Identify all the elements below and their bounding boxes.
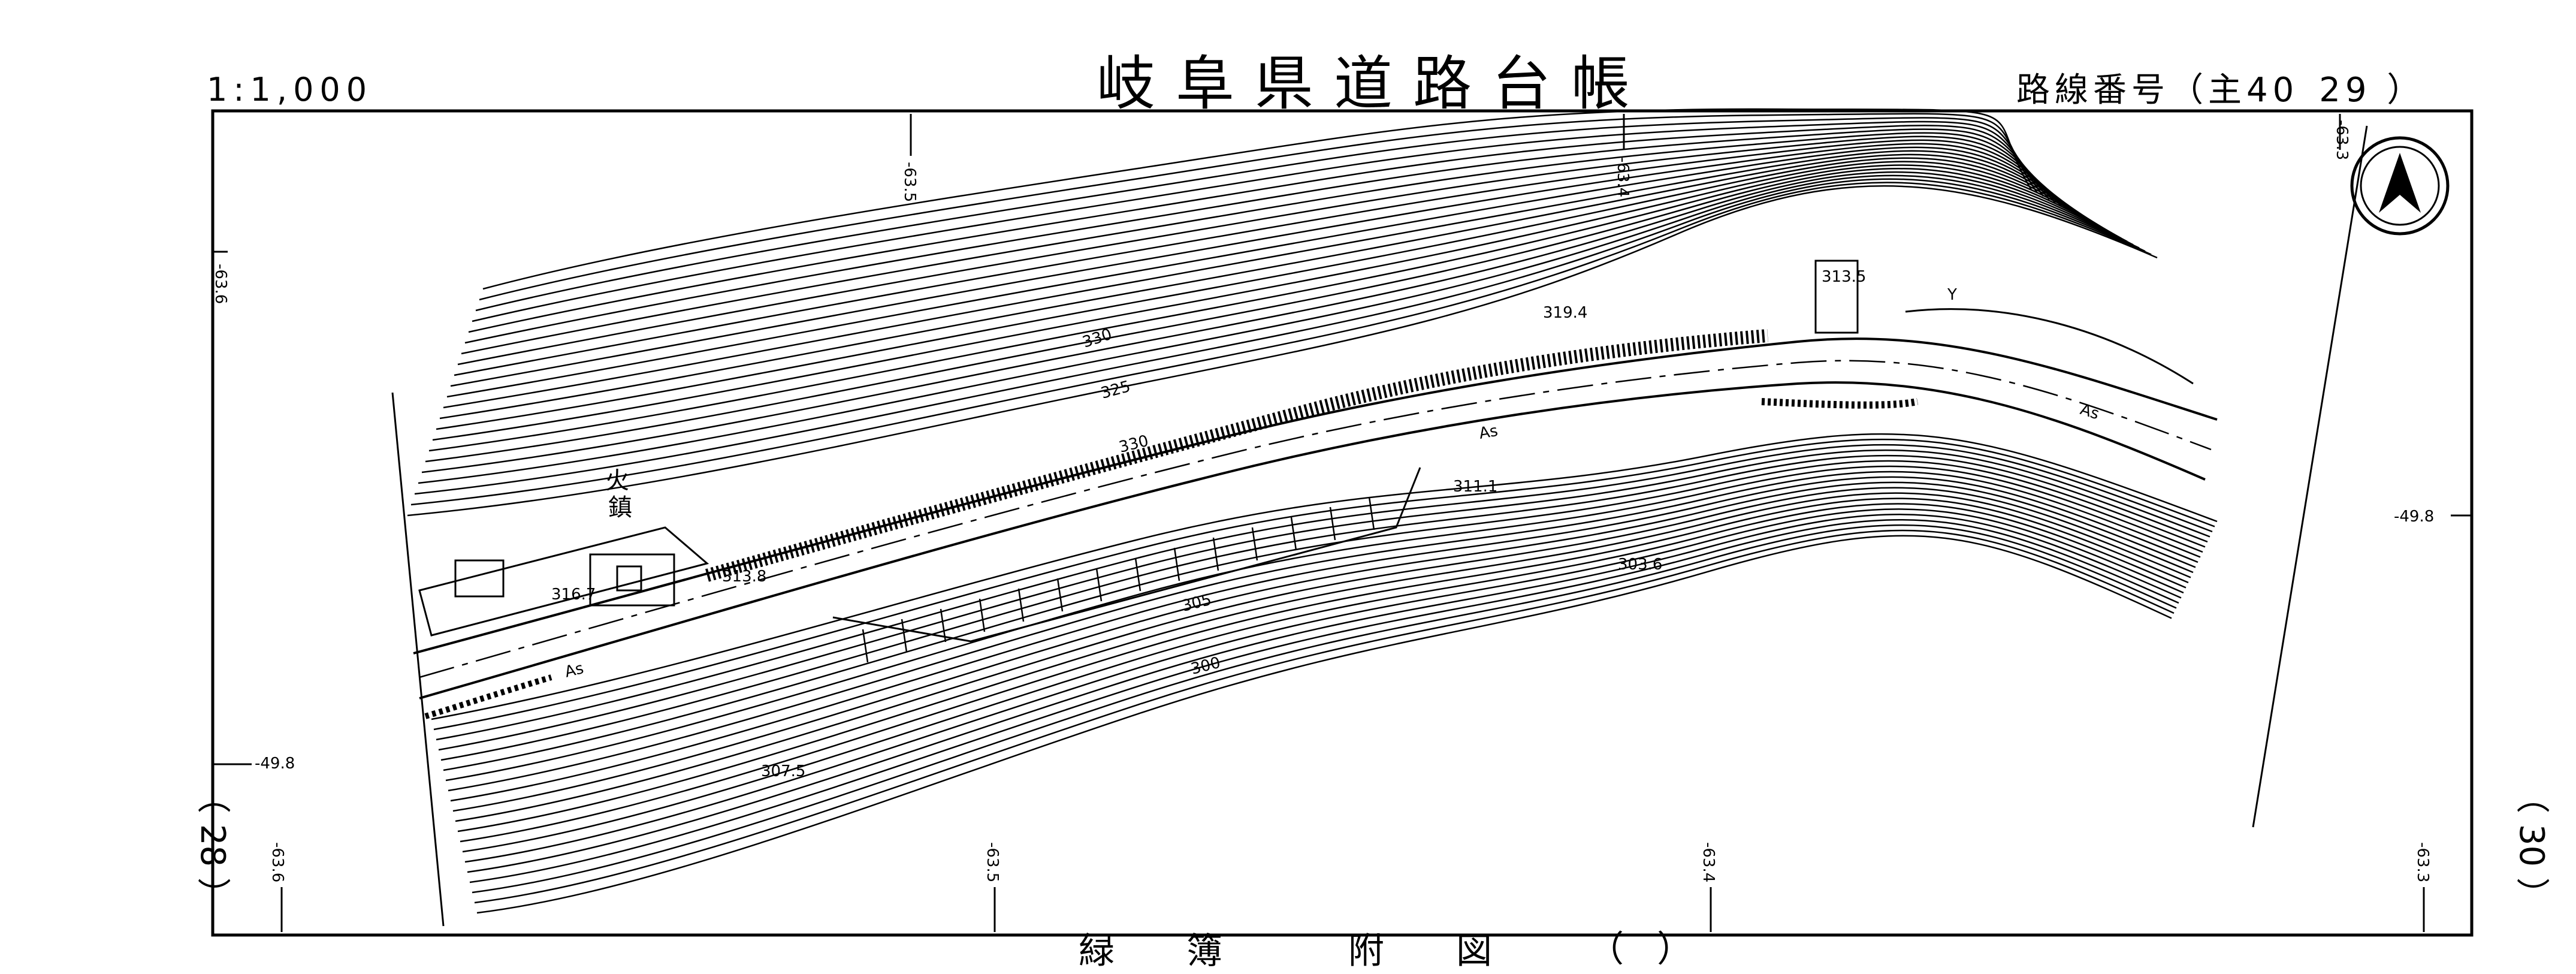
contour-line: [445, 465, 2203, 782]
contour-line: [446, 146, 2092, 398]
contour-label-300: 300: [1189, 654, 1222, 679]
slope-tooth: [901, 619, 908, 653]
map-title: 岐阜県道路台帳: [1097, 50, 1651, 118]
contour-line: [462, 503, 2187, 853]
contour-line: [433, 438, 2215, 731]
scale-label: 1:1,000: [207, 71, 373, 108]
map-boundary: [391, 125, 2368, 927]
elevation-313-8: 313.8: [722, 568, 766, 586]
contour-line: [425, 168, 2128, 463]
grid-label-bottom-right: -63.3: [2414, 842, 2432, 882]
slope-tooth: [1056, 578, 1064, 612]
contour-line: [482, 108, 2033, 290]
contour-line: [474, 529, 2175, 904]
contour-line: [460, 497, 2189, 843]
contour-line: [421, 171, 2134, 474]
contour-line: [418, 174, 2140, 484]
contour-line: [431, 433, 2218, 720]
contour-line: [472, 524, 2177, 894]
elevation-311-1: 311.1: [1453, 478, 1497, 496]
contour-line: [448, 471, 2201, 792]
contour-line: [452, 481, 2196, 812]
elevation-319-4: 319.4: [1543, 304, 1587, 322]
contour-line: [464, 128, 2062, 344]
slope-tooth: [1251, 527, 1258, 561]
buildings: [418, 260, 1859, 637]
slope-tooth: [1173, 547, 1180, 581]
contour-line: [472, 120, 2050, 322]
contour-line: [457, 492, 2191, 833]
contour-line: [410, 182, 2152, 506]
contour-line: [432, 161, 2116, 441]
road: [413, 308, 2218, 719]
route-number-value: 29 ）: [2319, 71, 2426, 110]
contour-line: [476, 535, 2172, 914]
road-map: -63.5 -63.4 -63.3 -63.6 -49.8 -49.8 -63.…: [211, 108, 2474, 937]
contour-line: [407, 185, 2158, 517]
slope-tooth: [1329, 506, 1336, 541]
vegetation-y-label: Y: [1947, 286, 1957, 304]
contour-line: [443, 460, 2206, 771]
contour-line: [455, 487, 2194, 822]
fire-label: 火: [605, 467, 629, 494]
elevation-303-6: 303.6: [1618, 556, 1662, 574]
contour-line: [439, 153, 2104, 420]
contour-line: [414, 178, 2146, 495]
contour-line: [438, 449, 2210, 751]
grid-label-bottom-mid1: -63.5: [983, 842, 1001, 882]
contour-lines-upper: [407, 108, 2158, 517]
elevation-307-5: 307.5: [761, 762, 805, 780]
contour-line: [475, 117, 2045, 312]
elevation-313-5: 313.5: [1822, 268, 1866, 286]
contour-line: [461, 132, 2068, 355]
contour-line: [464, 508, 2184, 863]
contour-line: [468, 125, 2056, 333]
contour-line: [467, 513, 2182, 873]
slope-tooth: [1368, 496, 1375, 530]
contour-line: [440, 454, 2208, 761]
grid-label-top-mid1: -63.5: [901, 162, 919, 202]
contour-line: [479, 113, 2039, 301]
north-arrow-icon: [2350, 136, 2450, 236]
route-number: 路線番号（主40 29 ）: [2016, 63, 2425, 111]
grid-label-bottom-left: -63.6: [268, 842, 286, 882]
surface-label-as-right: As: [2078, 400, 2101, 423]
contour-line: [469, 518, 2179, 883]
contour-lines-lower: [431, 433, 2218, 914]
contour-line: [436, 444, 2213, 741]
contour-line: [436, 157, 2110, 430]
grid-label-left: -49.8: [255, 755, 295, 773]
slope-tooth: [1095, 568, 1103, 602]
grid-label-right: -49.8: [2394, 508, 2434, 526]
elevation-316-7: 316.7: [551, 586, 596, 604]
contour-line: [457, 135, 2074, 366]
route-label: 路線番号（主40: [2016, 71, 2299, 110]
grid-label-top-right: -63.3: [2333, 120, 2351, 160]
grid-label-bottom-mid2: -63.4: [1699, 842, 1717, 882]
slope-hatch: [862, 496, 1375, 663]
slope-tooth: [862, 629, 869, 663]
slope-tooth: [1290, 517, 1297, 551]
surface-label-as-mid: As: [1478, 422, 1499, 443]
contour-line: [443, 150, 2098, 409]
slope-tooth: [979, 598, 986, 632]
contour-label-325: 325: [1099, 378, 1133, 403]
shrine-label: 鎮: [608, 494, 632, 521]
slope-tooth: [1212, 537, 1219, 571]
slope-tooth: [940, 608, 947, 643]
grid-ticks: [213, 114, 2472, 932]
contour-line: [450, 143, 2086, 387]
contour-line: [450, 476, 2198, 802]
grid-label-top-left: -63.6: [212, 264, 229, 304]
contour-line: [428, 164, 2122, 452]
slope-tooth: [1017, 588, 1025, 622]
contour-line: [454, 139, 2080, 376]
slope-tooth: [1134, 557, 1141, 592]
surface-label-as-left: As: [563, 659, 585, 682]
